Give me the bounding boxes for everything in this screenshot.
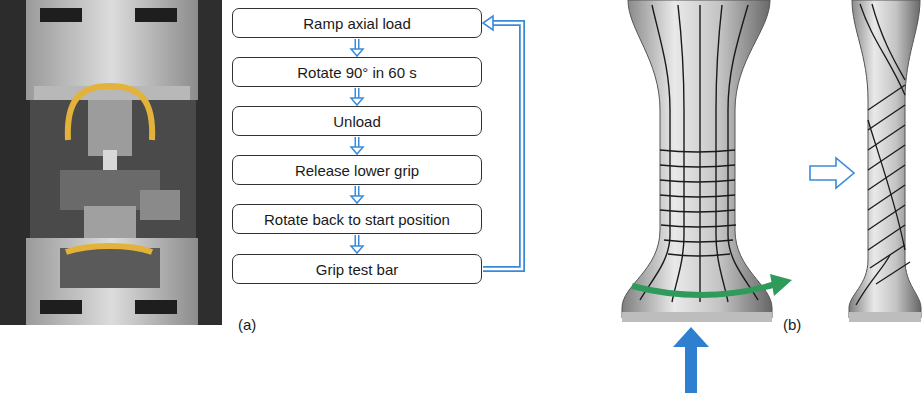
step-text: Rotate back to start position bbox=[264, 211, 450, 228]
process-box: Release lower grip bbox=[232, 155, 482, 185]
process-box: Grip test bar bbox=[232, 254, 482, 284]
specimen-before bbox=[622, 0, 792, 393]
step-text: Release lower grip bbox=[295, 162, 419, 179]
flow-arrow bbox=[351, 186, 363, 203]
flow-arrow bbox=[483, 16, 522, 269]
step-text: Rotate 90° in 60 s bbox=[297, 64, 416, 81]
panel-label: (b) bbox=[783, 316, 801, 333]
step-text: Grip test bar bbox=[316, 261, 399, 278]
process-box: Unload bbox=[232, 106, 482, 136]
process-box: Rotate back to start position bbox=[232, 204, 482, 234]
process-box: Rotate 90° in 60 s bbox=[232, 57, 482, 87]
flow-arrow bbox=[351, 88, 363, 105]
step-text: Unload bbox=[333, 113, 381, 130]
step-text: Ramp axial load bbox=[303, 15, 411, 32]
panel-label: (a) bbox=[238, 316, 256, 333]
machine-photo bbox=[0, 0, 222, 325]
specimen-after bbox=[849, 0, 921, 322]
flow-arrow bbox=[351, 235, 363, 253]
process-box: Ramp axial load bbox=[232, 8, 482, 38]
flow-arrow bbox=[351, 39, 363, 56]
transition-arrow bbox=[810, 158, 854, 188]
flow-arrow bbox=[351, 137, 363, 154]
